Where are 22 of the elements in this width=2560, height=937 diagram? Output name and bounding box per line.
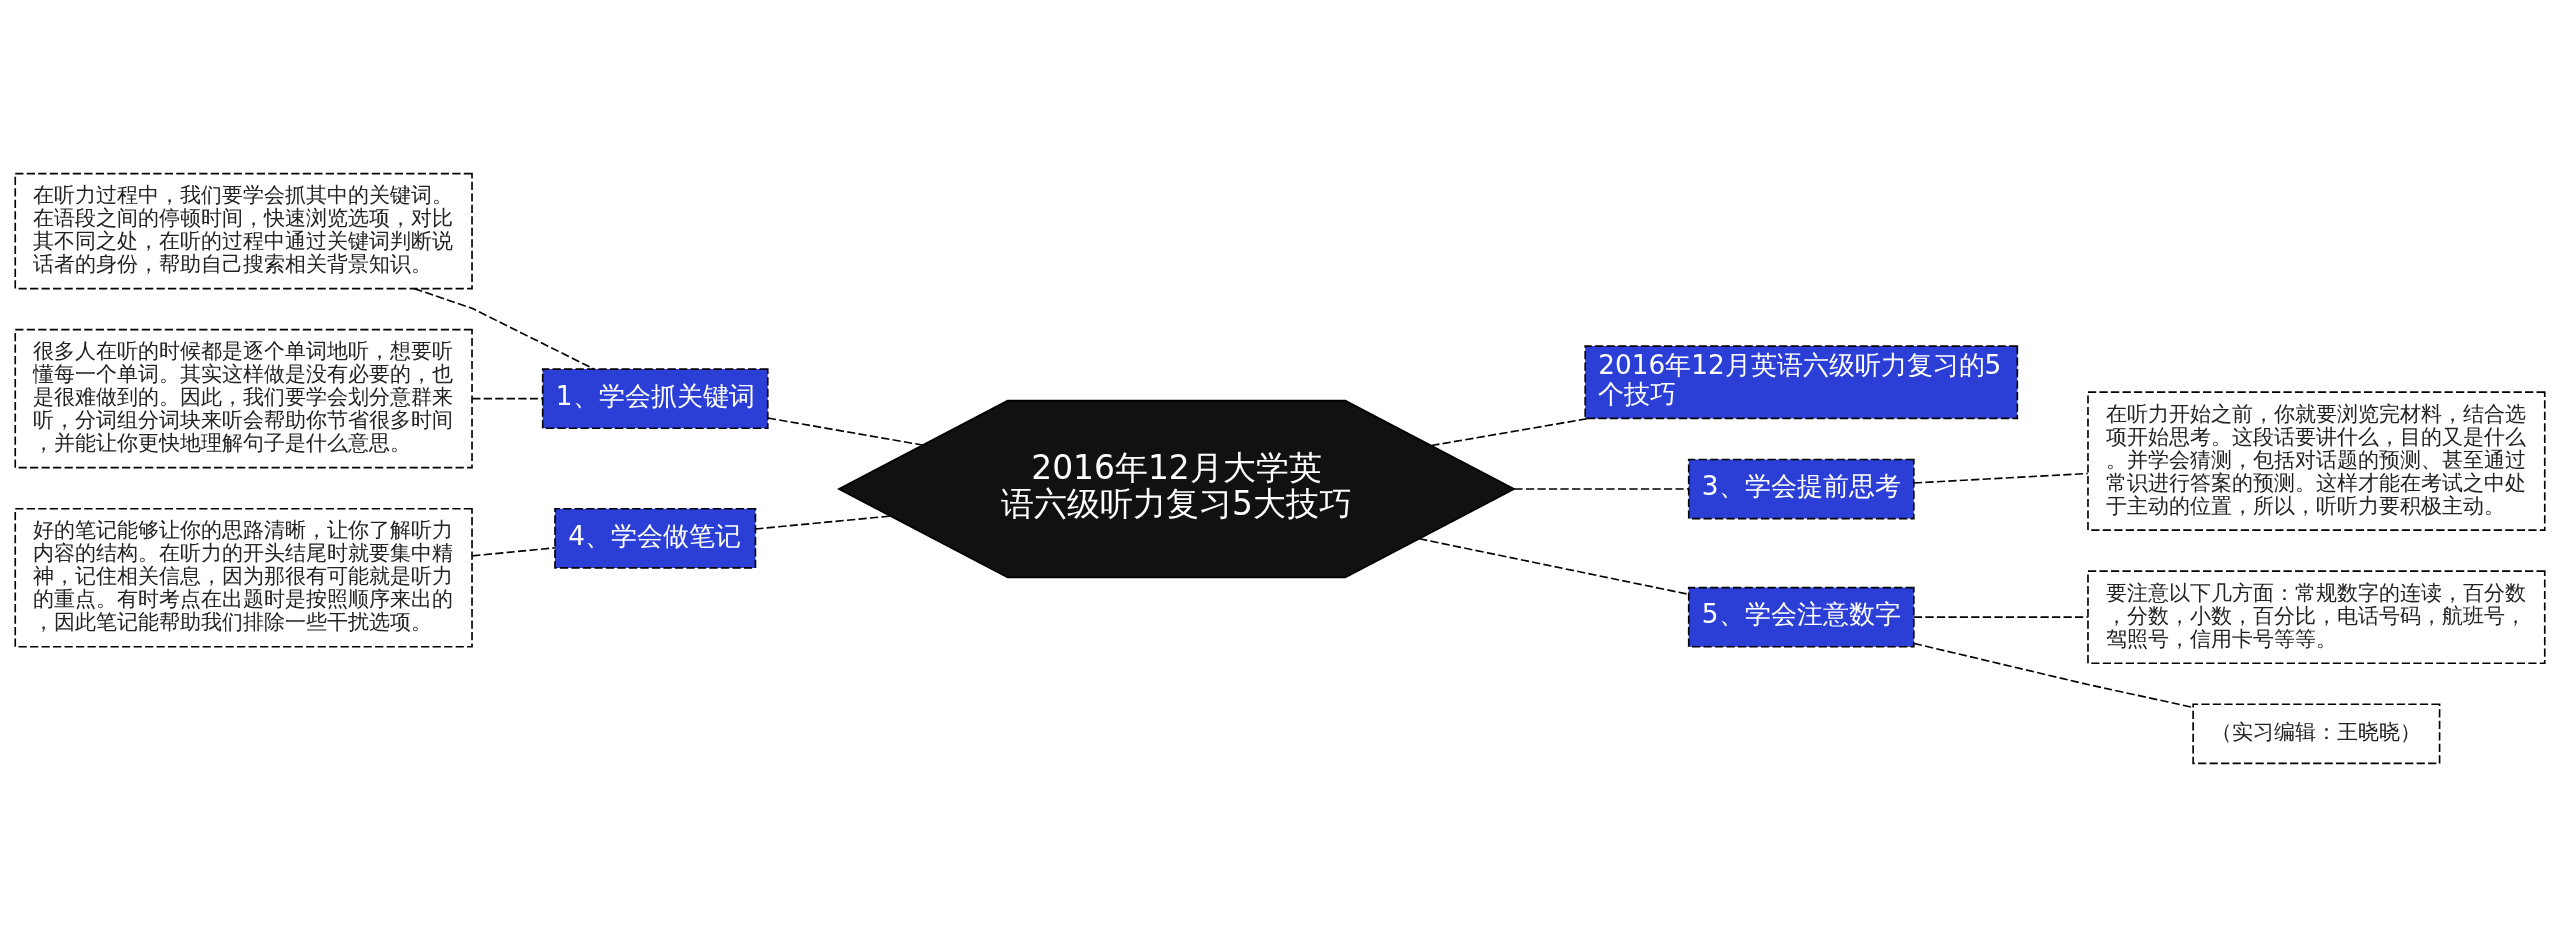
node-box: 2016年12月英语六级听力复习的5个技巧 [1584,345,2019,420]
connector [1513,488,1690,490]
node-box: （实习编辑：王晓晓） [2192,703,2441,765]
connector [1913,642,2194,709]
connector [1418,537,1690,596]
node-box: 4、学会做笔记 [554,507,757,569]
connector [471,397,544,400]
node-box: 3、学会提前思考 [1687,458,1915,520]
node-box: 好的笔记能够让你的思路清晰，让你了解听力内容的结构。在听力的开头结尾时就要集中精神，记住相关信息，因为那很有可能就是听力的重点。有时考点在出题时是按照顺序来出的，因此笔记能帮助我们排除一些干扰选项。 [14,507,473,648]
node-box: 很多人在听的时候都是逐个单词地听，想要听懂每一个单词。其实这样做是没有必要的，也是很难做到的。因此，我们要学会划分意群来听，分词组分词块来听会帮助你节省很多时间，并能让你更快地理解句子是什么意思。 [14,328,473,469]
node-box: 1、学会抓关键词 [541,368,769,430]
node-box: 5、学会注意数字 [1687,586,1915,648]
connector [1430,417,1590,447]
connector [1913,616,2089,619]
node-box: 在听力开始之前，你就要浏览完材料，结合选项开始思考。这段话要讲什么，目的又是什么。并学会猜测，包括对话题的预测、甚至通过常识进行答案的预测。这样才能在考试之中处于主动的位置，所以，听听力要积极主动。 [2087,391,2546,531]
connector [767,417,924,446]
connector [413,287,595,370]
node-box: 在听力过程中，我们要学会抓其中的关键词。在语段之间的停顿时间，快速浏览选项，对比其不同之处，在听的过程中通过关键词判断说话者的身份，帮助自己搜索相关背景知识。 [14,172,473,290]
connector [471,547,556,557]
connector [754,515,892,530]
connector [1913,472,2089,484]
node-box: 要注意以下几方面：常规数字的连读，百分数，分数，小数，百分比，电话号码，航班号，驾照号，信用卡号等等。 [2087,570,2546,665]
